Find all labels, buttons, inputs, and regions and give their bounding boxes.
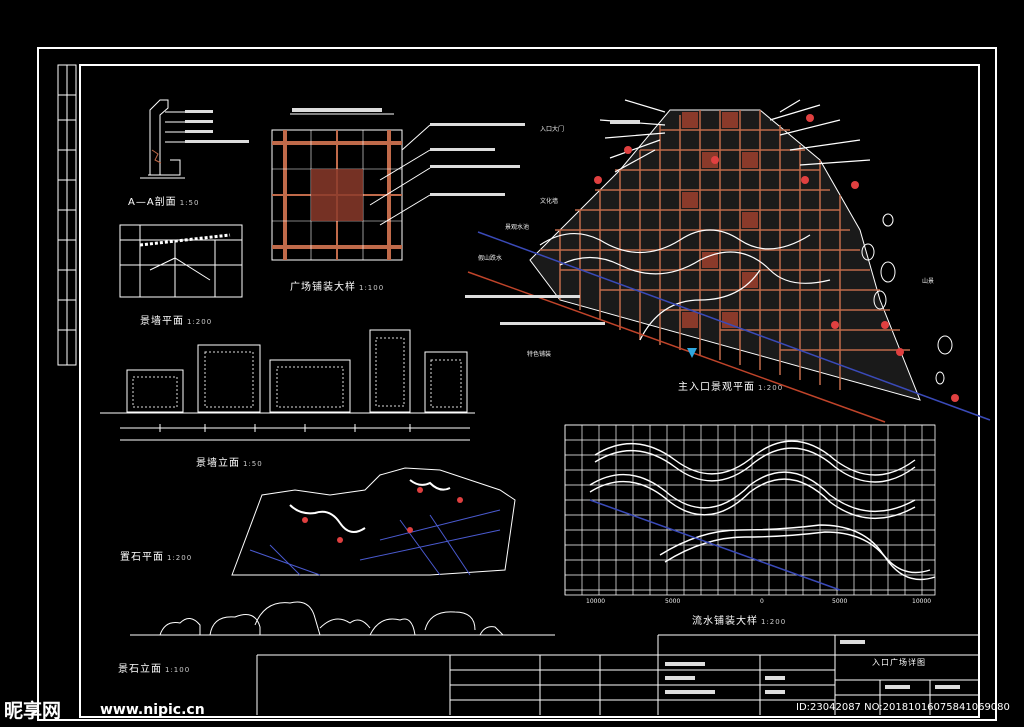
sheet-outer-frame [37,47,997,721]
blossom-icon [801,176,809,184]
entrance-label-pool: 景观水池 [505,224,530,231]
water-axis-label-2: 0 [760,598,764,605]
square-paving-callouts [369,123,525,226]
wall-plan-drawing [119,224,243,298]
left-binding-strip [57,64,77,366]
entrance-label-mountain: 山景 [922,278,935,285]
watermark-id: ID:23042087 NO:20181016075841069080 [796,702,1010,713]
blossom-icon [951,394,959,402]
rock-elevation-drawing [130,601,555,636]
rock-plan-accents [302,487,463,543]
entrance-label-gate: 入口大门 [540,126,565,133]
title-block-fills [665,640,960,694]
entrance-plan-drawing [467,99,991,423]
entrance-label-waterfall: 假山跌水 [478,255,503,262]
watermark-url: www.nipic.cn [100,702,205,718]
sheet-inner-frame [79,64,980,718]
wall-elevation-drawing [100,329,475,441]
entrance-label-paving: 特色铺装 [527,351,552,358]
water-paving-gridlines [564,424,935,595]
section-aa-drawing [140,99,200,179]
blossom-icon [711,156,719,164]
blossom-icon [831,321,839,329]
blossom-icon [881,321,889,329]
water-paving-grid [564,424,936,596]
blossom-icon [851,181,859,189]
water-axis-label-3: 5000 [832,598,848,605]
title-block [256,634,979,715]
water-paving-waves [589,440,936,581]
square-paving-detail [271,108,403,261]
water-paving-diagonal [589,499,841,591]
entrance-plan-blossom-icons [594,114,959,402]
blossom-icon [806,114,814,122]
rock-plan-drawing [231,467,516,576]
entrance-plan-callout-bars [465,120,640,325]
water-axis-label-0: 10000 [586,598,606,605]
entrance-label-culture-wall: 文化墙 [540,198,559,205]
water-axis-label-1: 5000 [665,598,681,605]
watermark-brand: 昵享网 [4,700,62,722]
title-block-drawing-name: 入口广场详图 [872,658,926,667]
water-marker-icon [687,348,697,358]
blossom-icon [594,176,602,184]
section-aa-callouts [185,110,249,143]
blossom-icon [896,348,904,356]
blossom-icon [624,146,632,154]
water-axis-label-4: 10000 [912,598,932,605]
